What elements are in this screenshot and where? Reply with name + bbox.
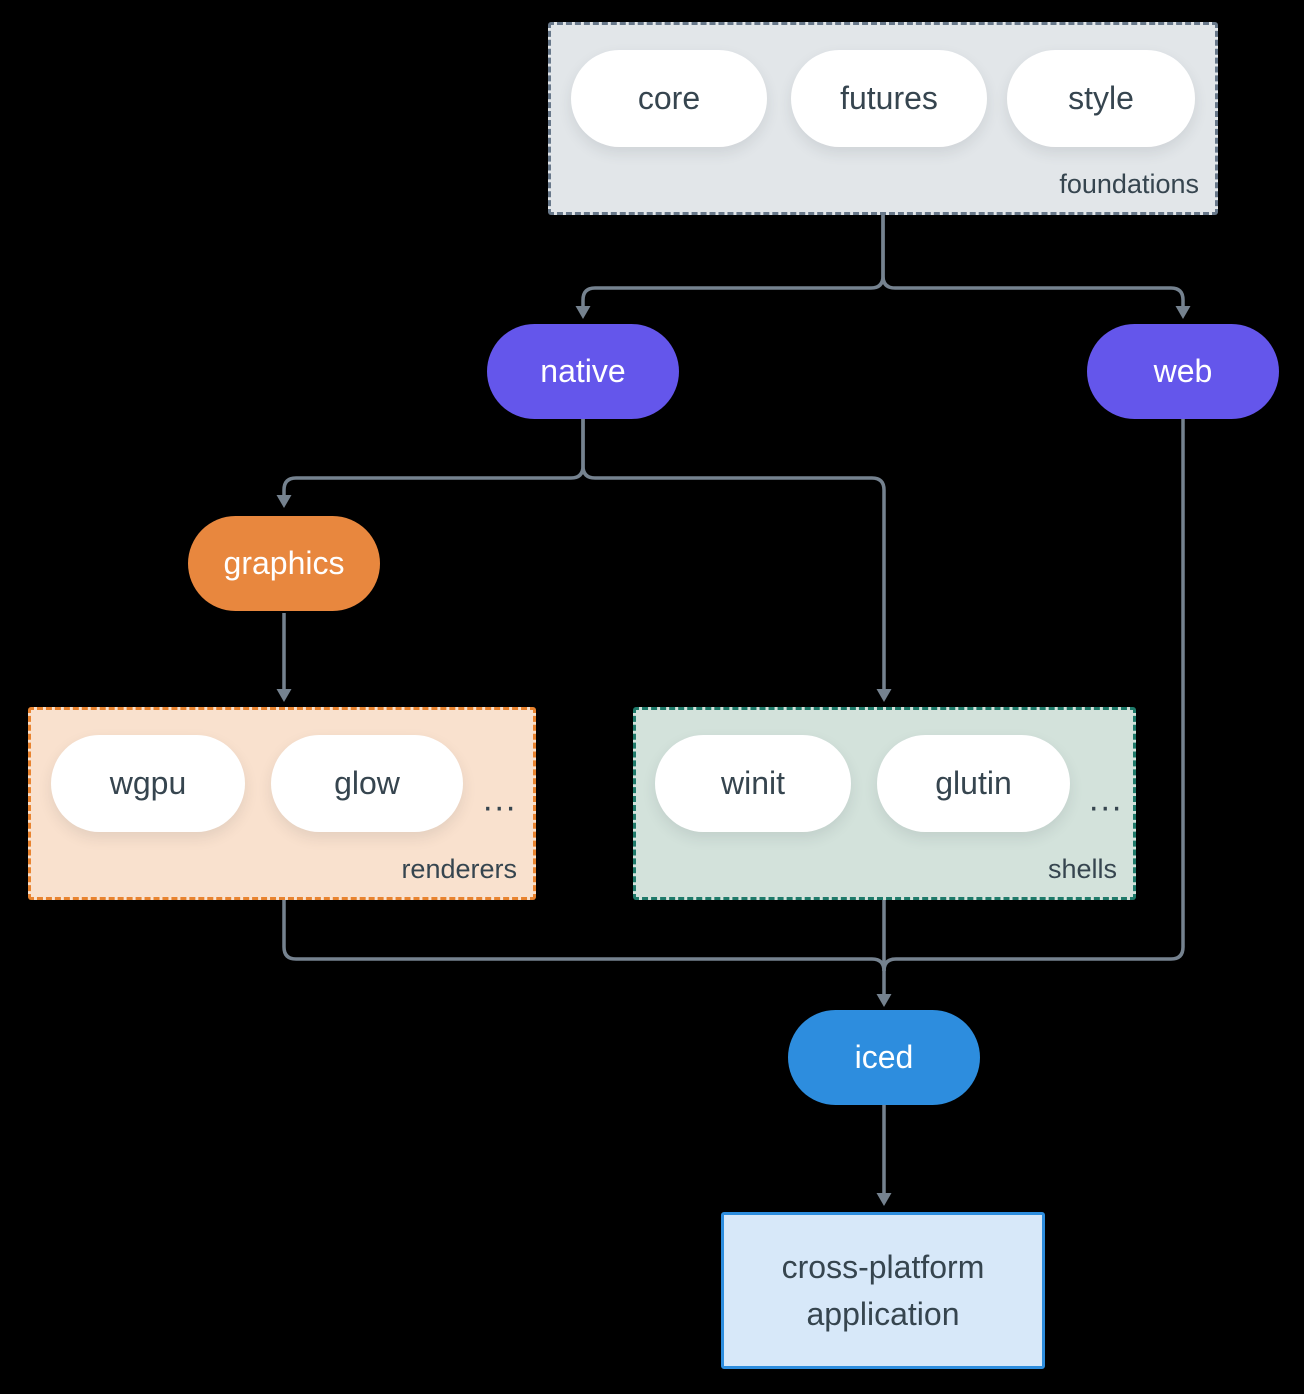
application-label-line1: cross-platform: [781, 1248, 985, 1285]
node-web: web: [1087, 324, 1279, 419]
renderers-group: wgpu glow ... renderers: [28, 707, 536, 900]
foundations-group: core futures style foundations: [548, 22, 1218, 215]
edge-foundations-web: [881, 215, 1191, 319]
node-wgpu: wgpu: [51, 735, 245, 832]
edge-renderers-iced: [282, 899, 886, 972]
renderers-ellipsis: ...: [483, 780, 518, 819]
node-iced: iced: [788, 1010, 980, 1105]
node-glutin: glutin: [877, 735, 1070, 832]
node-winit: winit: [655, 735, 851, 832]
application-label-line2: application: [806, 1295, 960, 1332]
foundations-label: foundations: [1059, 169, 1199, 199]
shells-label: shells: [1047, 854, 1117, 884]
renderers-label: renderers: [401, 854, 517, 884]
node-graphics: graphics: [188, 516, 380, 611]
shells-group: winit glutin ... shells: [633, 707, 1136, 900]
node-style: style: [1007, 50, 1195, 147]
node-core: core: [571, 50, 767, 147]
node-native: native: [487, 324, 679, 419]
node-glow: glow: [271, 735, 463, 832]
edge-native-graphics: [276, 419, 585, 508]
application-box: cross-platform application: [721, 1212, 1045, 1369]
edge-native-shells: [581, 419, 892, 702]
shells-ellipsis: ...: [1089, 780, 1124, 819]
node-futures: futures: [791, 50, 987, 147]
edge-foundations-native: [575, 215, 885, 319]
